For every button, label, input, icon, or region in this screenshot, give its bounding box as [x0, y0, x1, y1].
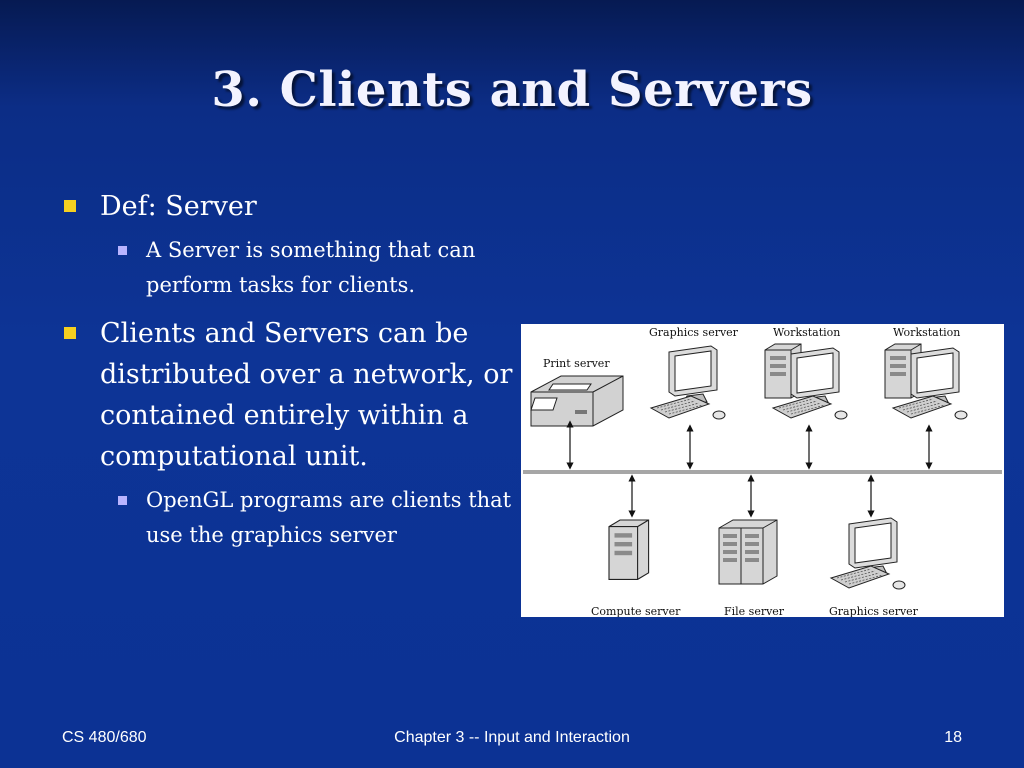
keyboard-icon [892, 395, 968, 420]
bullet-list: Def: Server A Server is something that c… [60, 186, 530, 563]
square-bullet-icon [64, 200, 76, 212]
footer-course: CS 480/680 [62, 729, 147, 746]
sub-bullet-item: OpenGL programs are clients that use the… [60, 483, 530, 553]
keyboard-icon [650, 395, 726, 420]
network-bus [523, 470, 1002, 474]
bullet-text: Def: Server [100, 191, 257, 222]
monitor-icon [668, 345, 718, 405]
bullet-item: Def: Server [60, 186, 530, 227]
square-bullet-icon [118, 246, 127, 255]
tower-icon [608, 519, 650, 580]
graphics-server-top-label: Graphics server [649, 326, 739, 339]
network-diagram: Print server Graphics server Workstation… [521, 324, 1004, 617]
file-server-icon [718, 519, 778, 585]
bullet-text: Clients and Servers can be distributed o… [100, 318, 513, 472]
file-server-label: File server [724, 605, 785, 617]
bullet-item: Clients and Servers can be distributed o… [60, 313, 530, 477]
sub-bullet-text: OpenGL programs are clients that use the… [146, 488, 512, 547]
keyboard-icon [772, 395, 848, 420]
slide-title: 3. Clients and Servers [211, 62, 813, 118]
square-bullet-icon [64, 327, 76, 339]
slide-number: 18 [944, 729, 962, 746]
keyboard-icon [830, 565, 906, 590]
sub-bullet-text: A Server is something that can perform t… [146, 238, 476, 297]
footer-chapter: Chapter 3 -- Input and Interaction [394, 729, 630, 746]
sub-bullet-item: A Server is something that can perform t… [60, 233, 530, 303]
graphics-server-bottom-label: Graphics server [829, 605, 919, 617]
print-server-label: Print server [543, 357, 610, 370]
workstation-1-label: Workstation [773, 326, 840, 339]
workstation-2-label: Workstation [893, 326, 960, 339]
printer-icon [530, 375, 624, 427]
compute-server-label: Compute server [591, 605, 681, 617]
square-bullet-icon [118, 496, 127, 505]
